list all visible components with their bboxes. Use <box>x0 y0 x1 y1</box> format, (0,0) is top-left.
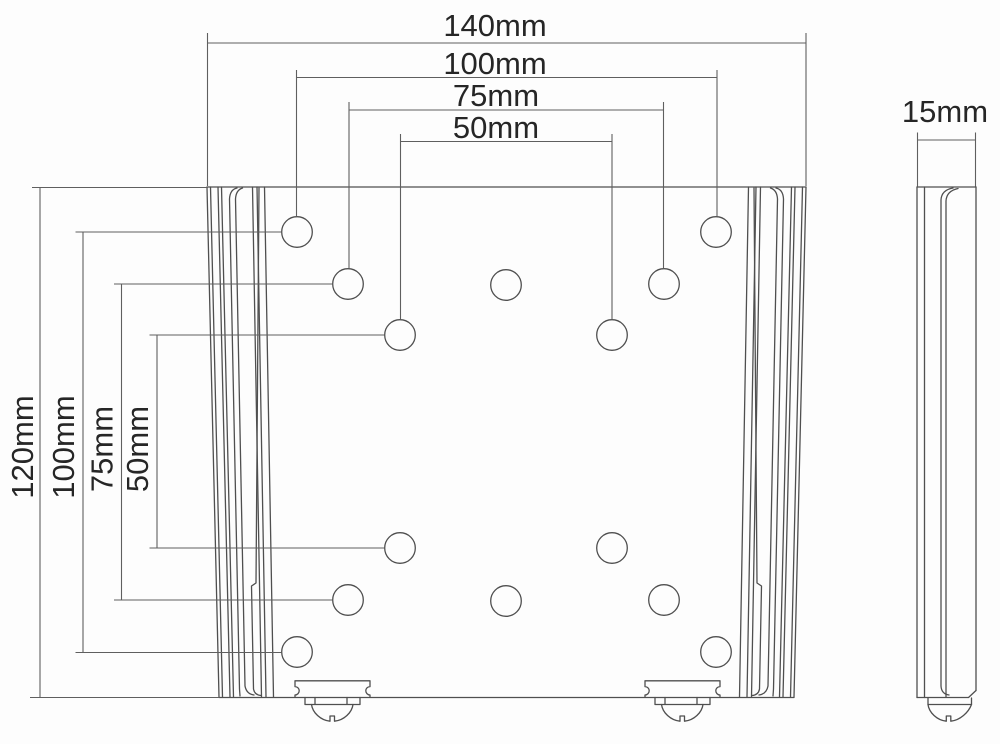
mounting-hole <box>384 532 416 564</box>
dimension-width-140mm: 140mm <box>206 8 807 186</box>
dimension-label-50mm: 50mm <box>120 406 155 492</box>
dimension-height-120mm: 120mm <box>5 186 220 699</box>
rail-step-line <box>250 187 262 697</box>
mounting-hole <box>490 585 522 617</box>
side-bottom-edge <box>916 689 977 699</box>
clip-dome <box>927 703 973 722</box>
dimension-label-100mm: 100mm <box>443 46 546 81</box>
clip-dome <box>660 703 704 722</box>
rail-contour-line <box>789 186 804 698</box>
dimension-label-120mm: 120mm <box>5 395 40 498</box>
mounting-hole <box>700 636 732 668</box>
dimension-holes-100mm-vertical: 100mm <box>46 231 282 654</box>
rail-contour-line <box>738 186 750 698</box>
clip-bar <box>304 696 361 706</box>
dimension-holes-75mm-vertical: 75mm <box>85 283 333 601</box>
mounting-hole <box>596 319 628 351</box>
mounting-hole <box>281 636 313 668</box>
clip-tab-outline <box>644 680 721 698</box>
rail-step-line <box>751 187 763 697</box>
mounting-hole <box>332 584 364 616</box>
mounting-hole <box>648 268 680 300</box>
mounting-hole <box>384 319 416 351</box>
clip-bar <box>927 697 973 706</box>
dimension-depth-15mm: 15mm <box>902 94 988 187</box>
mounting-hole <box>490 269 522 301</box>
dimension-label-75mm: 75mm <box>85 406 120 492</box>
dimension-label-100mm: 100mm <box>46 395 81 498</box>
dimension-holes-75mm-horizontal: 75mm <box>348 78 665 269</box>
side-bottom-clip <box>927 697 973 722</box>
mounting-hole <box>332 268 364 300</box>
front-view: 140mm 100mm 75mm 50mm 120mm <box>5 8 807 722</box>
front-plate-outline <box>206 186 807 699</box>
rail-contour-line <box>220 186 235 698</box>
bottom-clip-left <box>294 680 371 722</box>
rail-contour-line <box>782 186 796 698</box>
rail-contour-line <box>206 186 220 698</box>
dimension-label-75mm: 75mm <box>453 78 539 113</box>
dimension-holes-100mm-horizontal: 100mm <box>295 46 718 217</box>
side-view: 15mm <box>902 94 988 722</box>
dimension-holes-50mm-vertical: 50mm <box>120 334 385 549</box>
mounting-hole <box>700 216 732 248</box>
mounting-holes <box>281 216 732 668</box>
dimension-label-50mm: 50mm <box>453 110 539 145</box>
clip-tab-outline <box>294 680 371 698</box>
clip-bar <box>654 696 711 706</box>
bottom-clip-right <box>644 680 721 722</box>
side-bend-line <box>945 187 959 698</box>
rail-contour-line <box>793 186 807 698</box>
mounting-hole <box>648 584 680 616</box>
dimension-label-140mm: 140mm <box>443 8 546 43</box>
rail-contour-line <box>209 186 224 698</box>
side-bend-line <box>940 187 954 696</box>
rail-contour-line <box>256 186 267 698</box>
side-plate-outline <box>916 186 977 699</box>
rail-contour-line <box>263 186 275 698</box>
dimension-holes-50mm-horizontal: 50mm <box>399 110 613 320</box>
dimension-label-15mm: 15mm <box>902 94 988 129</box>
rail-contour-line <box>750 186 762 698</box>
mounting-hole <box>281 216 313 248</box>
rail-contour-line <box>217 186 231 698</box>
rail-bend-line <box>758 187 779 696</box>
rail-contour-line <box>746 186 757 698</box>
mounting-hole <box>596 532 628 564</box>
left-rail <box>206 186 275 698</box>
clip-dome <box>310 703 354 722</box>
rail-bend-line <box>772 187 785 697</box>
rail-contour-line <box>778 186 793 698</box>
rail-bend-line <box>228 187 241 697</box>
rail-contour-line <box>251 186 263 698</box>
rail-bend-line <box>234 187 255 696</box>
right-rail <box>738 186 807 698</box>
